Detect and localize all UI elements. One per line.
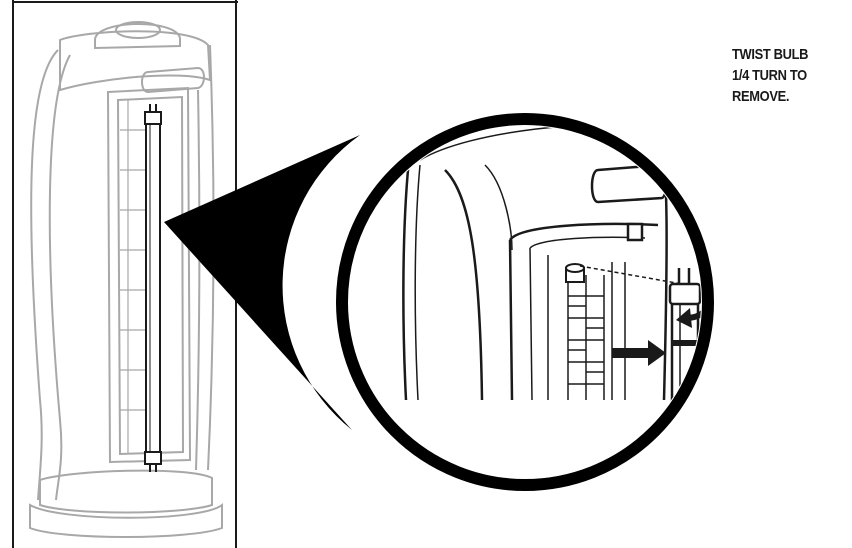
- instruction-line-3: REMOVE.: [732, 86, 833, 107]
- instruction-text: TWIST BULB 1/4 TURN TO REMOVE.: [732, 44, 833, 107]
- closeup-bracket: [628, 224, 642, 240]
- callout-wedge: [164, 135, 360, 430]
- purifier-head: [60, 31, 210, 90]
- purifier-shell-left-inner: [50, 55, 70, 500]
- purifier-base: [40, 471, 212, 513]
- instruction-line-2: 1/4 TURN TO: [732, 65, 833, 86]
- instruction-line-1: TWIST BULB: [732, 44, 833, 65]
- purifier-body: [30, 22, 222, 537]
- uv-bulb-overview: [145, 104, 161, 472]
- closeup-top-knob: [510, 93, 602, 112]
- purifier-shell-right-inner: [196, 90, 199, 470]
- purifier-overview: [13, 0, 238, 548]
- purifier-top-cap: [95, 24, 180, 48]
- magnifier-circle: [342, 119, 708, 485]
